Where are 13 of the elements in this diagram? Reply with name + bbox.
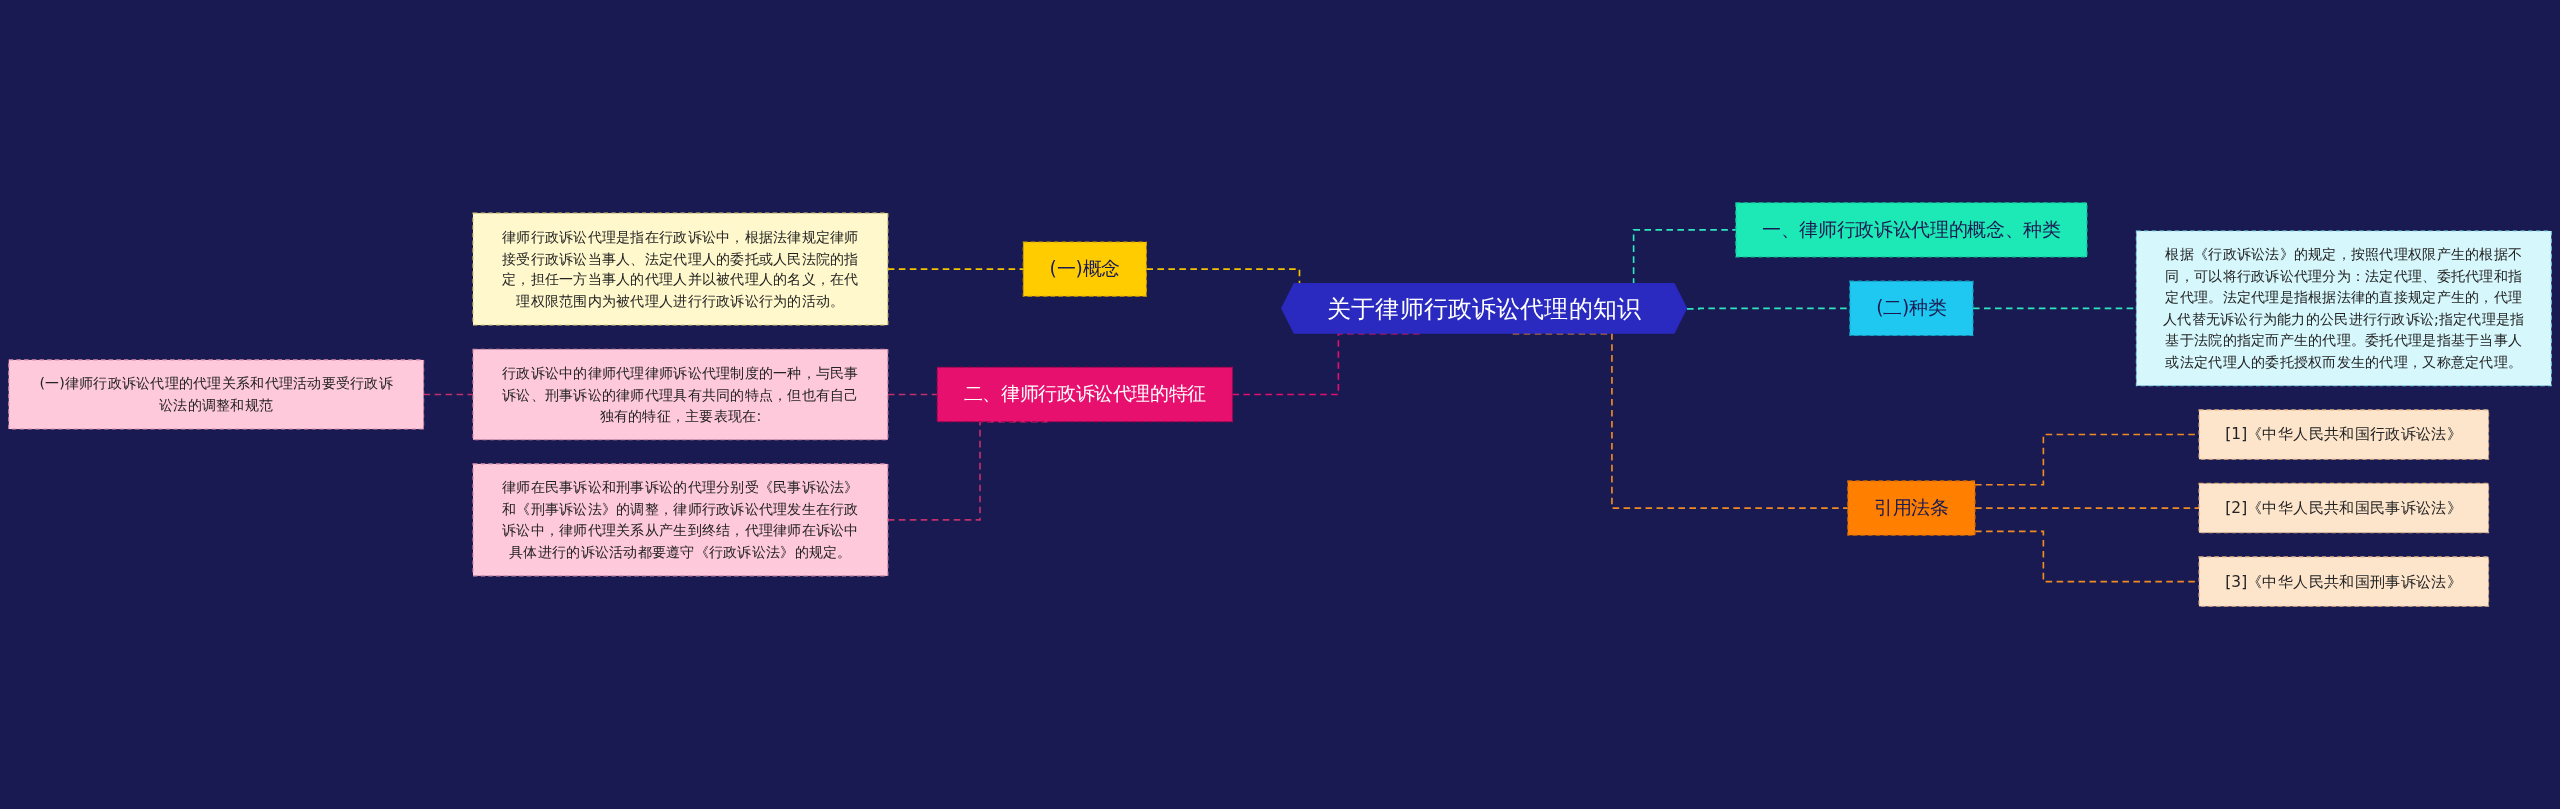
node-box: [1]《中华人民共和国行政诉讼法》 — [2198, 409, 2490, 460]
node-box: (一)概念 — [1022, 241, 1147, 297]
node-box: 律师在民事诉讼和刑事诉讼的代理分别受《民事诉讼法》和《刑事诉讼法》的调整，律师行政诉讼代理发生在行政诉讼中，律师代理关系从产生到终结，代理律师在诉讼中具体进行的诉讼活动都要遵守《行政诉讼法》的规定。 — [472, 463, 889, 577]
node-box: (二)种类 — [1849, 280, 1974, 337]
node-box: [3]《中华人民共和国刑事诉讼法》 — [2198, 556, 2490, 607]
node-box: 引用法条 — [1847, 480, 1976, 536]
node-box: (一)律师行政诉讼代理的代理关系和代理活动要受行政诉讼法的调整和规范 — [8, 359, 425, 430]
node-box: 一、律师行政诉讼代理的概念、种类 — [1735, 202, 2088, 258]
node-box: 根据《行政诉讼法》的规定，按照代理权限产生的根据不同，可以将行政诉讼代理分为：法定代理、委托代理和指定代理。法定代理是指根据法律的直接规定产生的，代理人代替无诉讼行为能力的公民进行行政诉讼;指定代理是指基于法院的指定而产生的代理。委托代理是指基于当事人或法定代理人的委托授权而发生的代理，又称意定代理。 — [2135, 230, 2552, 387]
node-box: [2]《中华人民共和国民事诉讼法》 — [2198, 482, 2490, 534]
node-box: 二、律师行政诉讼代理的特征 — [936, 366, 1233, 423]
node-box: 行政诉讼中的律师代理律师诉讼代理制度的一种，与民事诉讼、刑事诉讼的律师代理具有共同的特点，但也有自己独有的特征，主要表现在: — [472, 348, 889, 441]
node-box: 律师行政诉讼代理是指在行政诉讼中，根据法律规定律师接受行政诉讼当事人、法定代理人的委托或人民法院的指定，担任一方当事人的代理人并以被代理人的名义，在代理权限范围内为被代理人进行行政诉讼行为的活动。 — [472, 212, 889, 326]
